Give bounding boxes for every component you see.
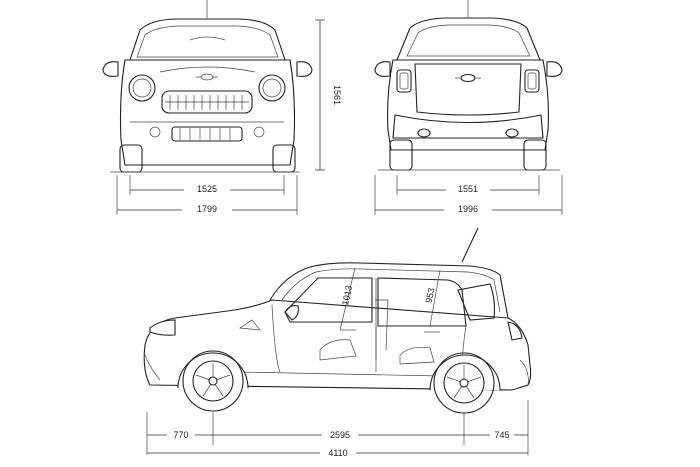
length-dimensions [146,400,529,455]
rear-track-label: 1551 [458,184,478,194]
height-label: 1561 [332,85,342,105]
height-dimension [315,19,325,171]
wheelbase-label: 2595 [330,430,350,440]
front-track-label: 1525 [197,184,217,194]
rear-width-dimensions [374,175,563,215]
front-width-dimensions [116,175,298,215]
overall-length-label: 4110 [328,448,347,458]
front-width-label: 1799 [197,204,217,214]
rear-width-label: 1996 [458,204,478,214]
rear-headroom-label: 953 [424,287,437,304]
rear-overhang-label: 745 [494,430,509,440]
front-overhang-label: 770 [173,430,188,440]
front-headroom-label: 1013 [340,285,354,307]
front-view [102,0,313,173]
rear-view [374,0,563,171]
side-view [143,227,532,414]
